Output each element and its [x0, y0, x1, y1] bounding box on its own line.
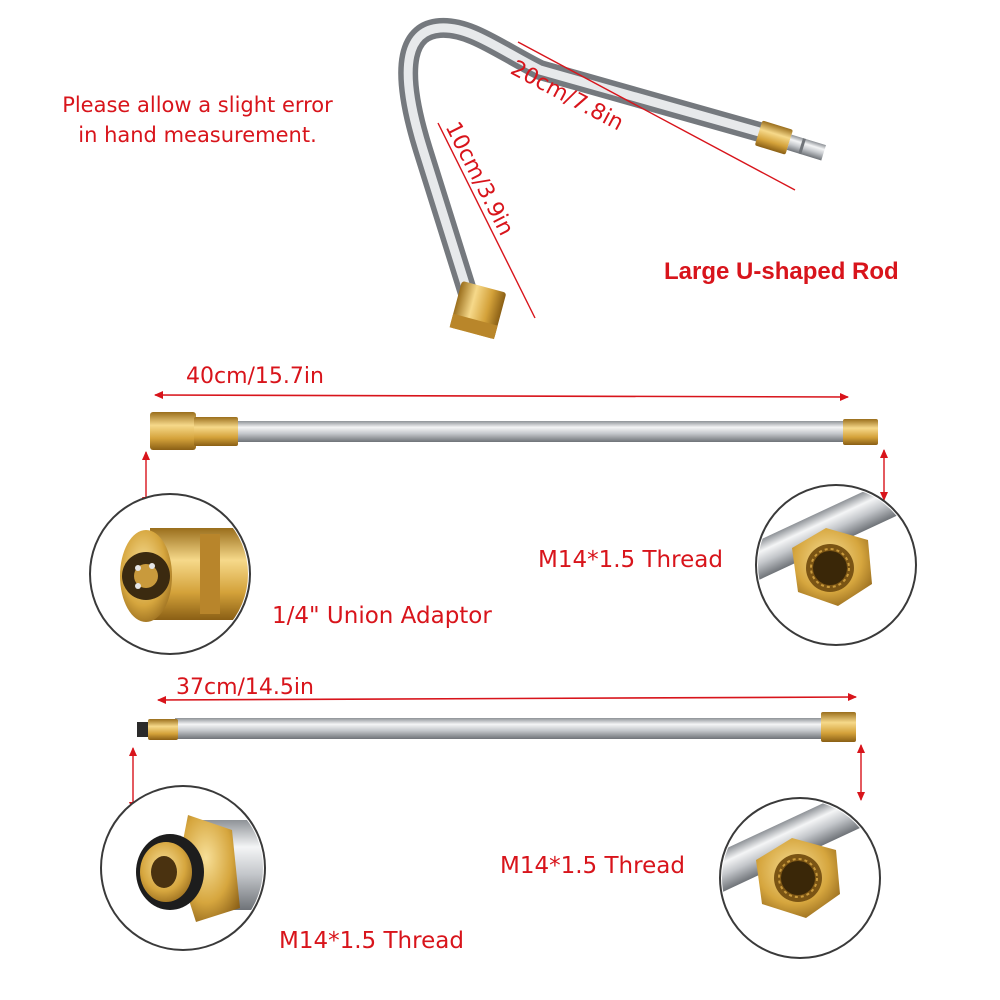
- detail-union-adaptor: [89, 493, 251, 655]
- detail-rod-37-female-thread: [719, 797, 881, 959]
- rod-37-left-thread: [148, 719, 178, 740]
- u-rod-dimension-lines: [437, 41, 796, 319]
- rod-40-thread-end: [843, 419, 878, 445]
- rod-37-length-label: 37cm/14.5in: [176, 675, 314, 700]
- rod-37-length-arrow: [157, 693, 857, 704]
- rod-37-right-thread: [821, 712, 856, 742]
- measurement-note-line2: in hand measurement.: [78, 123, 317, 147]
- u-rod-quick-coupler: [449, 281, 506, 340]
- u-rod-quick-connect-plug: [755, 120, 826, 161]
- rod-37-left-end-label: M14*1.5 Thread: [279, 928, 464, 954]
- detail-rod-37-male-thread: [100, 785, 266, 951]
- measurement-note: Please allow a slight error in hand meas…: [30, 90, 365, 150]
- rod-37-right-end-label: M14*1.5 Thread: [500, 853, 685, 879]
- rod-40-length-label: 40cm/15.7in: [186, 364, 324, 389]
- measurement-note-line1: Please allow a slight error: [62, 93, 333, 117]
- detail-rod-40-thread: [755, 484, 917, 646]
- u-rod-title: Large U-shaped Rod: [664, 258, 899, 285]
- rod-40-right-end-label: M14*1.5 Thread: [538, 547, 723, 573]
- rod-40-union-adaptor: [150, 412, 196, 450]
- rod-40-left-end-label: 1/4" Union Adaptor: [272, 603, 492, 629]
- rod-40-length-arrow: [154, 391, 849, 401]
- rod-40cm: [150, 412, 878, 450]
- u-shaped-rod: [398, 17, 826, 340]
- rod-37cm: [137, 712, 856, 742]
